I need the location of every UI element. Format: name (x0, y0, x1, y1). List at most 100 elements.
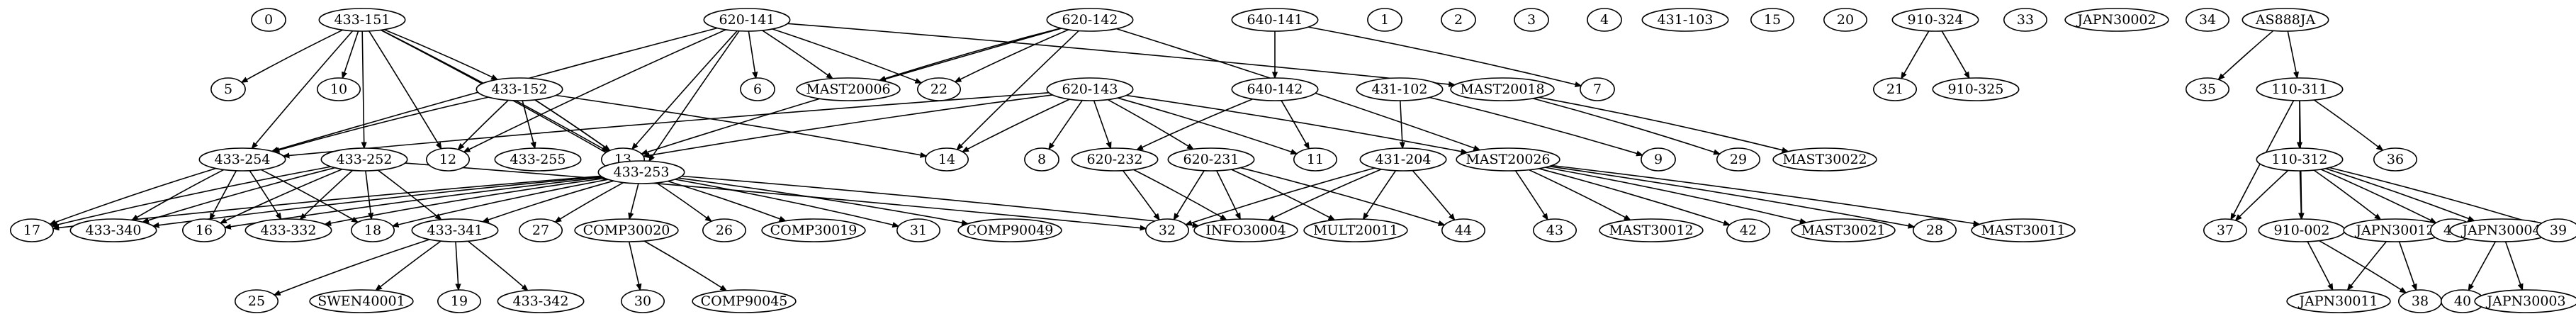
node-label: 433-254 (215, 152, 271, 167)
node-label: 3 (1527, 12, 1536, 28)
node-433-252: 433-252 (320, 147, 408, 172)
node-ellipse (896, 218, 941, 242)
node-label: 17 (23, 223, 40, 238)
node-ellipse (316, 77, 361, 101)
node-ellipse (796, 77, 901, 101)
node-ellipse (1580, 77, 1615, 101)
node-ellipse (2242, 8, 2329, 32)
edge-433-253-to-comp30019 (668, 180, 785, 221)
edge-433-151-to-433-152 (383, 28, 497, 81)
node-ellipse (1599, 218, 1704, 242)
node-ellipse (1293, 147, 1338, 172)
node-ellipse (1641, 8, 1729, 32)
node-label: JAPN30011 (2297, 293, 2378, 309)
node-label: 433-151 (334, 12, 390, 28)
node-mast30022: MAST30022 (1772, 147, 1877, 172)
node-label: COMP30019 (770, 223, 857, 238)
node-label: 431-103 (1658, 12, 1714, 28)
edge-433-254-to-16 (210, 170, 237, 220)
node-label: 19 (451, 293, 468, 309)
node-label: 31 (910, 223, 927, 238)
edge-433-254-to-433-340 (132, 169, 225, 220)
node-label: 433-255 (510, 152, 566, 167)
node-ellipse (2536, 218, 2576, 242)
node-44: 44 (1441, 218, 1486, 242)
node-label: COMP90049 (967, 223, 1054, 238)
node-label: MAST30012 (1609, 223, 1693, 238)
node-ellipse (1167, 147, 1255, 172)
edge-110-312-to-39 (2329, 167, 2539, 225)
node-12: 12 (425, 147, 470, 172)
node-ellipse (425, 147, 470, 172)
edge-comp30020-to-comp90045 (643, 240, 726, 291)
node-39: 39 (2536, 218, 2576, 242)
node-31: 31 (896, 218, 941, 242)
node-910-002: 910-002 (2258, 218, 2346, 242)
edge-620-141-to-mast20018 (787, 23, 1455, 85)
node-1: 1 (1367, 8, 1402, 32)
edge-110-312-to-41 (2320, 169, 2436, 223)
edge-433-151-to-10 (342, 30, 359, 78)
node-label: 32 (1159, 223, 1176, 238)
node-ellipse (476, 77, 563, 101)
node-640-141: 640-141 (1231, 8, 1319, 32)
node-label: MAST30022 (1782, 152, 1867, 167)
node-ellipse (2373, 147, 2418, 172)
node-ellipse (1193, 218, 1298, 242)
node-label: 433-253 (614, 164, 670, 180)
node-ellipse (1024, 147, 1059, 172)
edge-mast20018-to-mast30022 (1539, 96, 1788, 151)
edge-433-253-to-433-332 (325, 177, 605, 225)
edge-620-143-to-11 (1117, 97, 1297, 154)
node-label: 7 (1593, 82, 1602, 97)
edge-433-254-to-18 (261, 169, 358, 222)
node-ellipse (2286, 289, 2391, 313)
edge-433-252-to-18 (365, 170, 371, 219)
node-620-231: 620-231 (1167, 147, 1255, 172)
node-japn30011: JAPN30011 (2286, 289, 2391, 313)
node-label: 12 (439, 152, 456, 167)
node-ellipse (1791, 218, 1896, 242)
edge-433-252-to-32 (405, 162, 1147, 228)
node-620-142: 620-142 (1046, 8, 1134, 32)
edge-910-002-to-japn30011 (2307, 241, 2333, 290)
node-25: 25 (234, 289, 279, 313)
edge-433-341-to-swen40001 (376, 240, 441, 291)
node-label: 0 (264, 12, 273, 28)
edge-mast20026-to-mast30021 (1545, 167, 1806, 223)
node-label: 30 (634, 293, 651, 309)
node-ellipse (198, 147, 286, 172)
node-label: 20 (1837, 12, 1854, 28)
node-label: AS888JA (2255, 12, 2316, 28)
node-ellipse (1046, 77, 1134, 101)
node-ellipse (740, 77, 775, 101)
node-6: 6 (740, 77, 775, 101)
edge-620-141-to-mast20006 (762, 30, 833, 79)
node-14: 14 (925, 147, 969, 172)
node-433-152: 433-152 (476, 77, 563, 101)
node-ellipse (597, 160, 685, 184)
node-label: 34 (2199, 12, 2216, 28)
node-label: MULT20011 (1313, 223, 1398, 238)
node-ellipse (2474, 289, 2576, 313)
node-label: 433-342 (513, 293, 569, 309)
node-21: 21 (1873, 77, 1918, 101)
node-label: 44 (1455, 223, 1472, 238)
node-label: 9 (1654, 152, 1663, 167)
edge-433-252-to-433-340 (142, 167, 335, 223)
node-ellipse (251, 8, 286, 32)
node-ellipse (1726, 218, 1771, 242)
node-ellipse (320, 147, 408, 172)
node-label: 640-142 (1247, 82, 1303, 97)
node-ellipse (411, 218, 499, 242)
node-17: 17 (9, 218, 55, 242)
edge-433-253-to-27 (555, 181, 624, 223)
node-label: 4 (1600, 12, 1609, 28)
node-ellipse (1303, 218, 1408, 242)
edge-japn30004-to-40 (2468, 241, 2496, 291)
node-ellipse (761, 218, 866, 242)
node-label: 18 (364, 223, 381, 238)
edge-640-141-to-7 (1307, 26, 1581, 86)
node-label: 26 (716, 223, 733, 238)
